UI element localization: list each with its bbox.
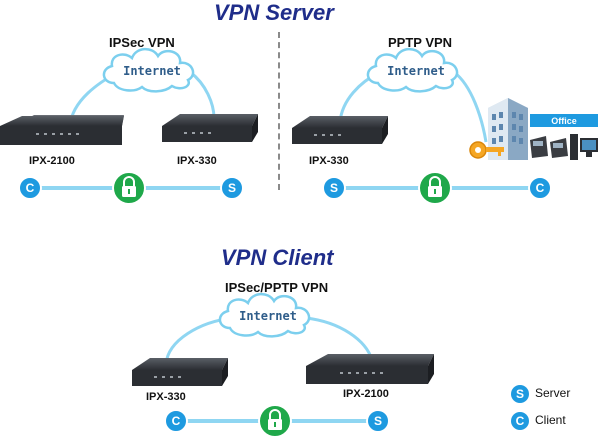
svg-text:C: C [536,181,545,195]
ip-phone-icon [530,136,568,158]
office-banner: Office [530,114,598,127]
client-link-right [305,316,374,361]
vpn-client-title: VPN Client [221,245,334,270]
lock-icon-ipsec [112,171,146,205]
client-badge-bottom: C [164,409,188,433]
ipx2100-label-bottom: IPX-2100 [343,388,389,400]
lock-icon-pptp [418,171,452,205]
svg-text:S: S [228,181,236,195]
ipx2100-label-top: IPX-2100 [29,155,75,167]
client-badge-ipsec: C [18,176,42,200]
ipx330-device-top [162,114,258,142]
pptp-vpn-label: PPTP VPN [388,35,453,50]
ipx2100-device-left [0,115,124,145]
ipx330-label-pptp: IPX-330 [309,155,349,167]
legend-server-text: Server [535,386,571,400]
legend-server-badge: S [511,385,529,403]
ipsec-cloud: Internet [102,47,195,93]
svg-text:C: C [26,181,35,195]
ipx330-label-top: IPX-330 [177,155,217,167]
office-building-icon [488,98,528,160]
section-divider [278,32,280,190]
pptp-link-right [453,70,488,143]
ipx330-label-bottom: IPX-330 [146,391,186,403]
client-cloud: Internet [218,292,311,338]
cloud-label: Internet [387,64,445,78]
ipsec-pptp-vpn-label: IPSec/PPTP VPN [225,280,329,295]
ipsec-link-right [189,70,216,119]
server-badge-pptp: S [322,176,346,200]
svg-text:S: S [516,387,524,401]
pptp-cloud: Internet [366,47,459,93]
svg-text:S: S [374,414,382,428]
key-icon [469,141,504,159]
computer-icon [570,134,598,160]
svg-text:S: S [330,181,338,195]
cloud-label: Internet [239,309,297,323]
legend-client-badge: C [511,412,529,430]
svg-text:C: C [516,414,525,428]
client-badge-pptp: C [528,176,552,200]
server-badge-ipsec: S [220,176,244,200]
legend-client-text: Client [535,413,566,427]
cloud-label: Internet [123,64,181,78]
svg-text:C: C [172,414,181,428]
ipx330-device-pptp [292,116,388,144]
ipx330-device-bottom [132,358,228,386]
ipx2100-device-bottom [306,354,434,384]
lock-icon-client [258,404,292,438]
vpn-server-title: VPN Server [214,0,334,25]
server-badge-bottom: S [366,409,390,433]
office-label: Office [551,116,577,126]
ipsec-vpn-label: IPSec VPN [109,35,175,50]
